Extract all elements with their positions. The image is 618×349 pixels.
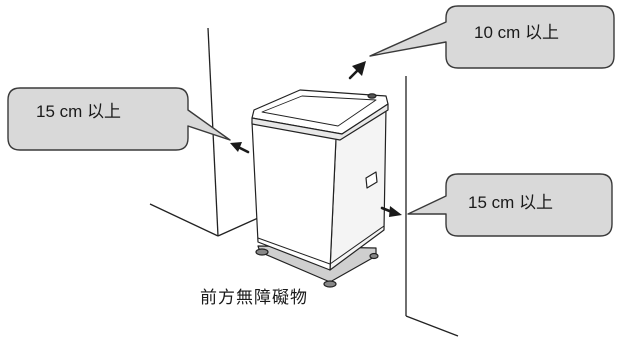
callout-right [407, 173, 613, 237]
left-clearance-label: 15 cm 以上 [36, 102, 122, 121]
washing-machine-icon [251, 89, 389, 288]
right-clearance-label: 15 cm 以上 [468, 193, 554, 212]
right-wall [405, 76, 459, 337]
top-clearance-label: 10 cm 以上 [474, 23, 560, 42]
callout-left [7, 87, 231, 151]
arrow-icon [230, 61, 402, 217]
callout-top-right [369, 5, 615, 69]
front-obstacle-label: 前方無障礙物 [200, 288, 308, 308]
